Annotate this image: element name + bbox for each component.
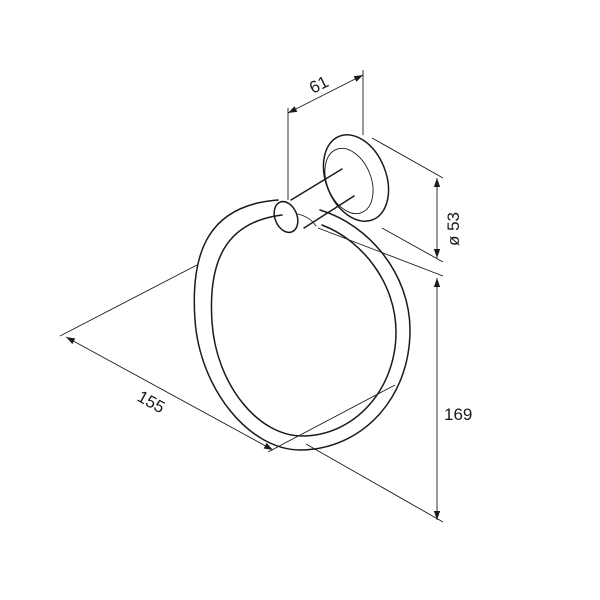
towel-ring (193, 134, 411, 451)
ring-inner (210, 214, 397, 437)
rosette-inner (324, 147, 374, 215)
extension-line (305, 443, 444, 523)
arm-top-edge (290, 168, 343, 201)
dimension-label-diameter: ø 53 (444, 212, 463, 246)
dimension-label-width: 155 (134, 387, 168, 417)
arm-ring-joint (297, 213, 317, 227)
dimension-line (287, 74, 364, 114)
dimension-height: 169 (305, 227, 472, 523)
extension-line (317, 227, 444, 277)
dimension-label-depth: 61 (306, 72, 331, 98)
arm-end-cap (273, 200, 299, 234)
extension-line (267, 384, 396, 453)
ring-outer (193, 199, 411, 451)
arm-bottom-edge (303, 195, 355, 229)
extension-line (381, 227, 444, 263)
dimension-diameter: ø 53 (371, 137, 463, 263)
extension-line (371, 137, 444, 179)
dimension-line (65, 336, 274, 451)
extension-line (59, 264, 198, 337)
dimension-label-height: 169 (444, 405, 472, 424)
